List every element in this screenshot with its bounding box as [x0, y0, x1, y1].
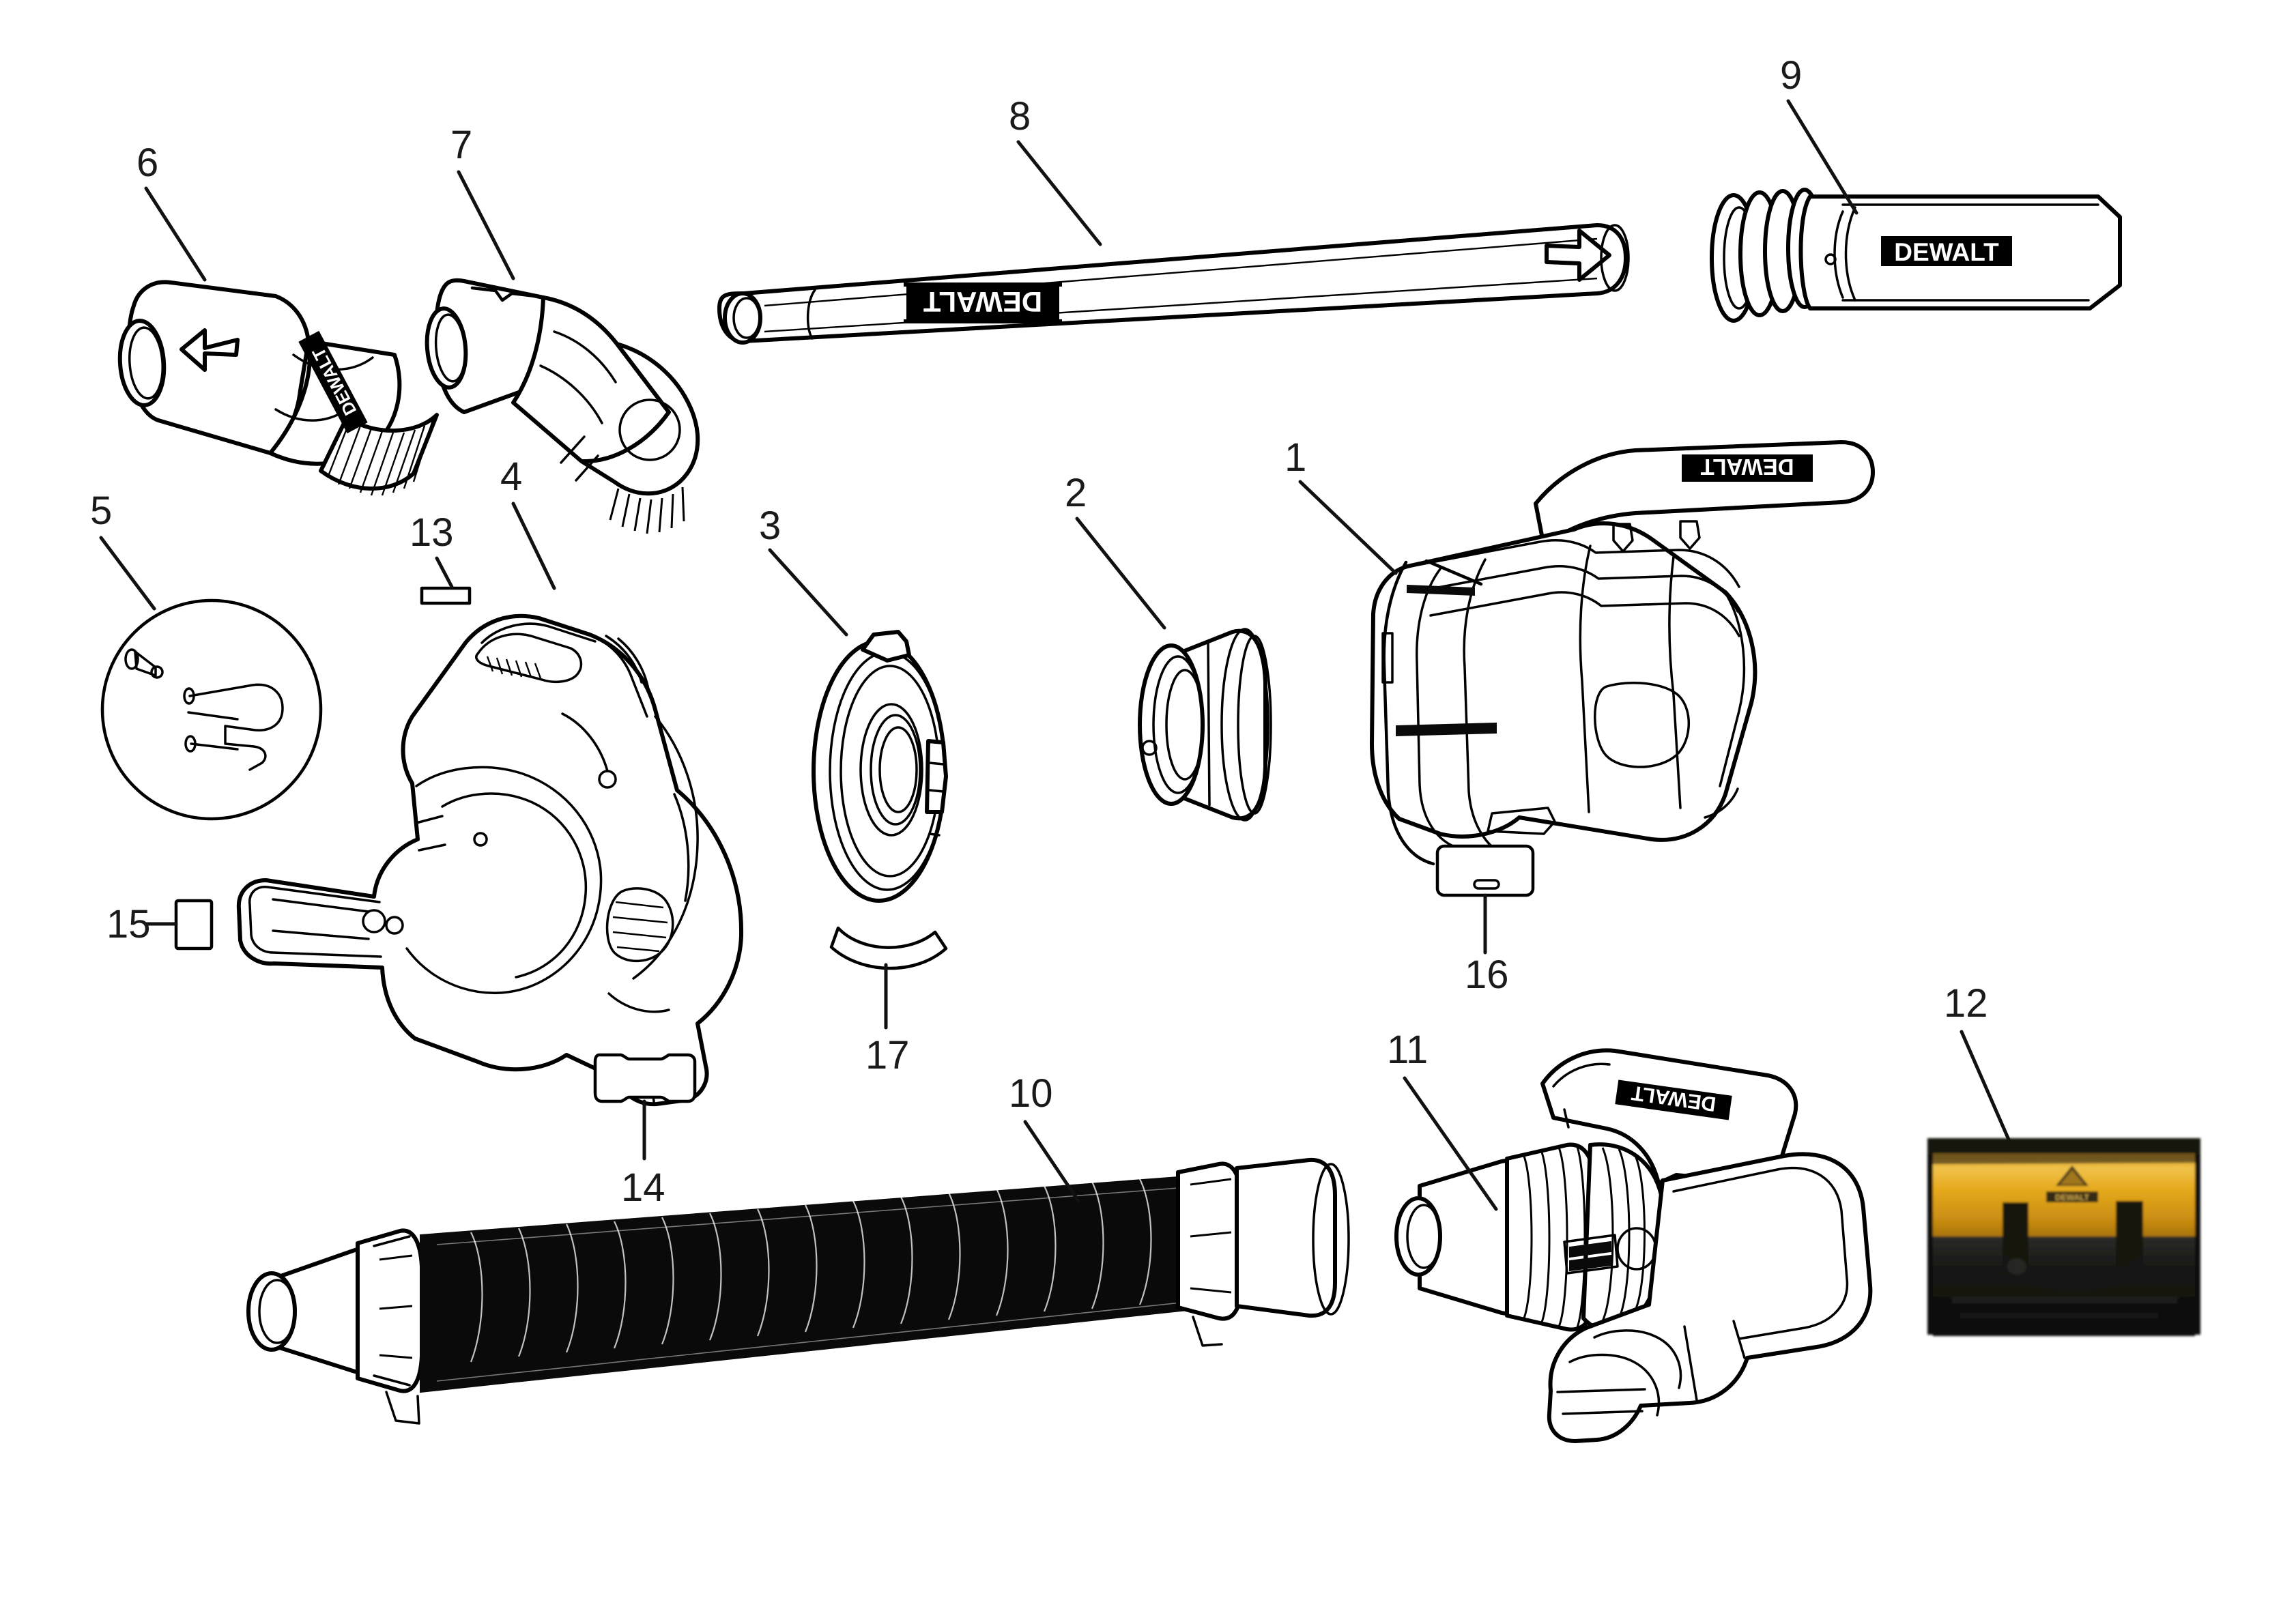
- leader-4: [511, 502, 556, 590]
- part-2-adapter-collar: [1138, 628, 1272, 822]
- callout-number-17: 17: [865, 1033, 910, 1077]
- callout-number-16: 16: [1465, 953, 1509, 997]
- callout-number-6: 6: [137, 141, 158, 185]
- callout-number-15: 15: [106, 902, 151, 946]
- callout-layer: 1 2 3 4 5 6 7 8 9 10 11 12 13 14 15 16 1…: [90, 53, 2015, 1211]
- part-11-floor-brush-nozzle: DEWALT: [1394, 1048, 1873, 1443]
- label-14-shape: [593, 1053, 697, 1103]
- part-4-main-tool-body: [236, 613, 744, 1107]
- leader-7: [457, 170, 515, 280]
- svg-text:DEWALT: DEWALT: [1894, 238, 1999, 266]
- part-7-angled-brush-tool: [425, 278, 700, 534]
- part-9-flat-nozzle: DEWALT: [1710, 188, 2122, 323]
- part-1-blower-housing: DEWALT: [1370, 440, 1875, 866]
- callout-number-3: 3: [759, 504, 781, 548]
- leader-1: [1298, 480, 1398, 575]
- label-13-shape: [420, 586, 472, 605]
- callout-number-9: 9: [1780, 53, 1802, 98]
- callout-number-8: 8: [1009, 94, 1031, 139]
- brand-logo-part-1: DEWALT: [1682, 454, 1813, 482]
- callout-number-7: 7: [450, 123, 472, 167]
- callout-number-11: 11: [1387, 1028, 1428, 1072]
- leader-9: [1786, 99, 1859, 215]
- leader-11: [1403, 1076, 1498, 1211]
- callout-number-1: 1: [1285, 435, 1306, 480]
- brand-logo-part-8: DEWALT: [904, 282, 1062, 323]
- airflow-arrow-right-icon: [1545, 229, 1611, 282]
- leader-10: [1023, 1120, 1080, 1203]
- svg-text:DEWALT: DEWALT: [923, 286, 1043, 318]
- part-3-intake-cover: [812, 630, 948, 903]
- leader-5: [99, 536, 156, 611]
- callout-number-2: 2: [1065, 471, 1087, 515]
- leader-6: [144, 186, 207, 282]
- leader-13: [435, 556, 454, 589]
- leader-2: [1075, 517, 1166, 630]
- svg-text:DEWALT: DEWALT: [2055, 1193, 2089, 1202]
- part-5-detail-circle: [100, 598, 323, 821]
- brand-logo-part-9: DEWALT: [1881, 236, 2012, 266]
- airflow-arrow-left-icon: [180, 328, 240, 372]
- callout-number-10: 10: [1009, 1071, 1053, 1116]
- callout-number-14: 14: [621, 1165, 665, 1210]
- part-6-elbow-nozzle: DEWALT: [117, 280, 439, 496]
- spring-clip-icon: [183, 683, 284, 771]
- screw-icon: [124, 648, 164, 679]
- callout-number-12: 12: [1944, 981, 1988, 1026]
- leader-12: [1960, 1030, 2015, 1152]
- leader-3: [768, 548, 848, 637]
- svg-text:DEWALT: DEWALT: [1701, 454, 1794, 480]
- callout-number-4: 4: [500, 454, 522, 499]
- part-8-extension-tube: DEWALT: [717, 223, 1630, 345]
- callout-number-5: 5: [90, 489, 112, 533]
- label-17-shape: [829, 926, 948, 970]
- leader-8: [1016, 140, 1102, 246]
- part-10-flexible-hose: [246, 1157, 1350, 1425]
- label-16-slot: [1473, 879, 1500, 890]
- callout-number-13: 13: [410, 510, 454, 555]
